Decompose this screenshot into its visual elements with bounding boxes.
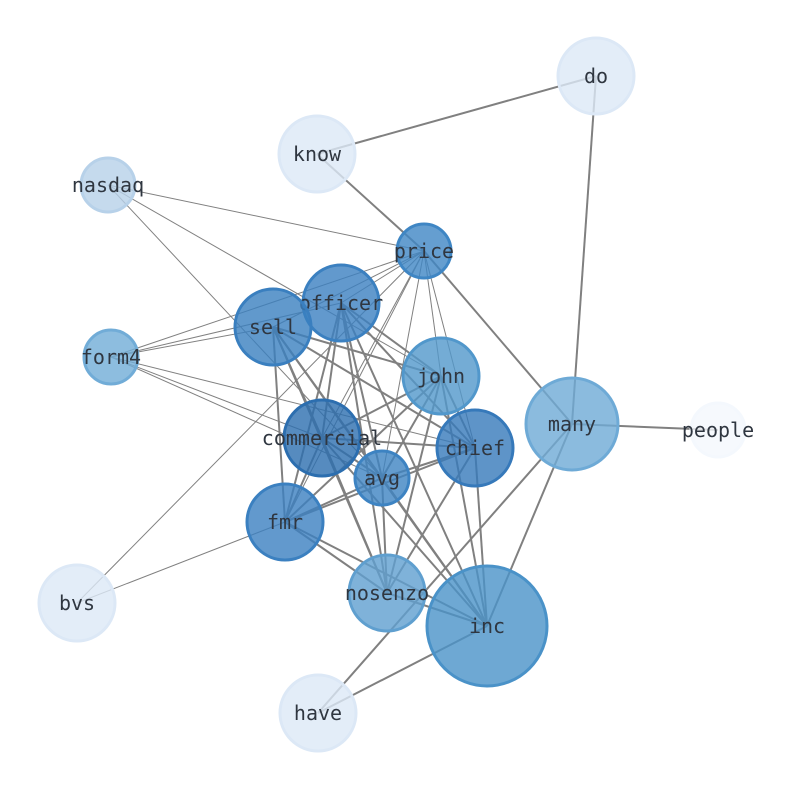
- node-circle-form4: [82, 328, 140, 386]
- node-label-commercial: commercial: [262, 426, 382, 450]
- node-circle-sell: [233, 287, 313, 367]
- node-many: many: [524, 376, 620, 472]
- node-label-have: have: [294, 701, 342, 725]
- node-form4: form4: [81, 328, 141, 386]
- node-officer: officer: [299, 263, 383, 343]
- node-circle-do: [556, 36, 636, 116]
- node-label-form4: form4: [81, 345, 141, 369]
- node-nosenzo: nosenzo: [345, 553, 429, 633]
- node-chief: chief: [435, 408, 515, 488]
- node-label-fmr: fmr: [267, 510, 303, 534]
- node-label-nasdaq: nasdaq: [72, 173, 144, 197]
- node-circle-nosenzo: [347, 553, 427, 633]
- node-commercial: commercial: [262, 398, 382, 478]
- node-do: do: [556, 36, 636, 116]
- node-nasdaq: nasdaq: [72, 156, 144, 214]
- edge-form4-chief: [110, 356, 476, 449]
- node-price: price: [394, 222, 454, 280]
- edge-nasdaq-price: [107, 184, 425, 252]
- node-circle-avg: [353, 449, 411, 507]
- node-circle-chief: [435, 408, 515, 488]
- node-circle-commercial: [282, 398, 362, 478]
- node-circle-nasdaq: [79, 156, 137, 214]
- node-circle-know: [277, 114, 357, 194]
- node-people: people: [682, 401, 754, 459]
- node-label-price: price: [394, 239, 454, 263]
- node-sell: sell: [233, 287, 313, 367]
- node-label-many: many: [548, 412, 596, 436]
- node-label-inc: inc: [469, 614, 505, 638]
- edge-do-know: [316, 75, 597, 155]
- node-label-chief: chief: [445, 436, 505, 460]
- node-have: have: [278, 673, 358, 753]
- node-circle-fmr: [245, 482, 325, 562]
- node-label-know: know: [293, 142, 342, 166]
- node-circle-bvs: [37, 563, 117, 643]
- node-label-bvs: bvs: [59, 591, 95, 615]
- node-bvs: bvs: [37, 563, 117, 643]
- node-label-people: people: [682, 418, 754, 442]
- node-avg: avg: [353, 449, 411, 507]
- edge-nasdaq-john: [107, 184, 442, 377]
- node-label-officer: officer: [299, 291, 383, 315]
- node-circle-inc: [425, 564, 549, 688]
- node-circle-price: [395, 222, 453, 280]
- node-fmr: fmr: [245, 482, 325, 562]
- node-circle-many: [524, 376, 620, 472]
- node-label-john: john: [417, 364, 465, 388]
- node-john: john: [401, 336, 481, 416]
- node-know: know: [277, 114, 357, 194]
- node-label-avg: avg: [364, 466, 400, 490]
- node-circle-john: [401, 336, 481, 416]
- edge-do-many: [571, 75, 597, 425]
- node-label-nosenzo: nosenzo: [345, 581, 429, 605]
- node-label-sell: sell: [249, 315, 297, 339]
- node-circle-have: [278, 673, 358, 753]
- node-inc: inc: [425, 564, 549, 688]
- node-circle-people: [689, 401, 747, 459]
- node-label-do: do: [584, 64, 608, 88]
